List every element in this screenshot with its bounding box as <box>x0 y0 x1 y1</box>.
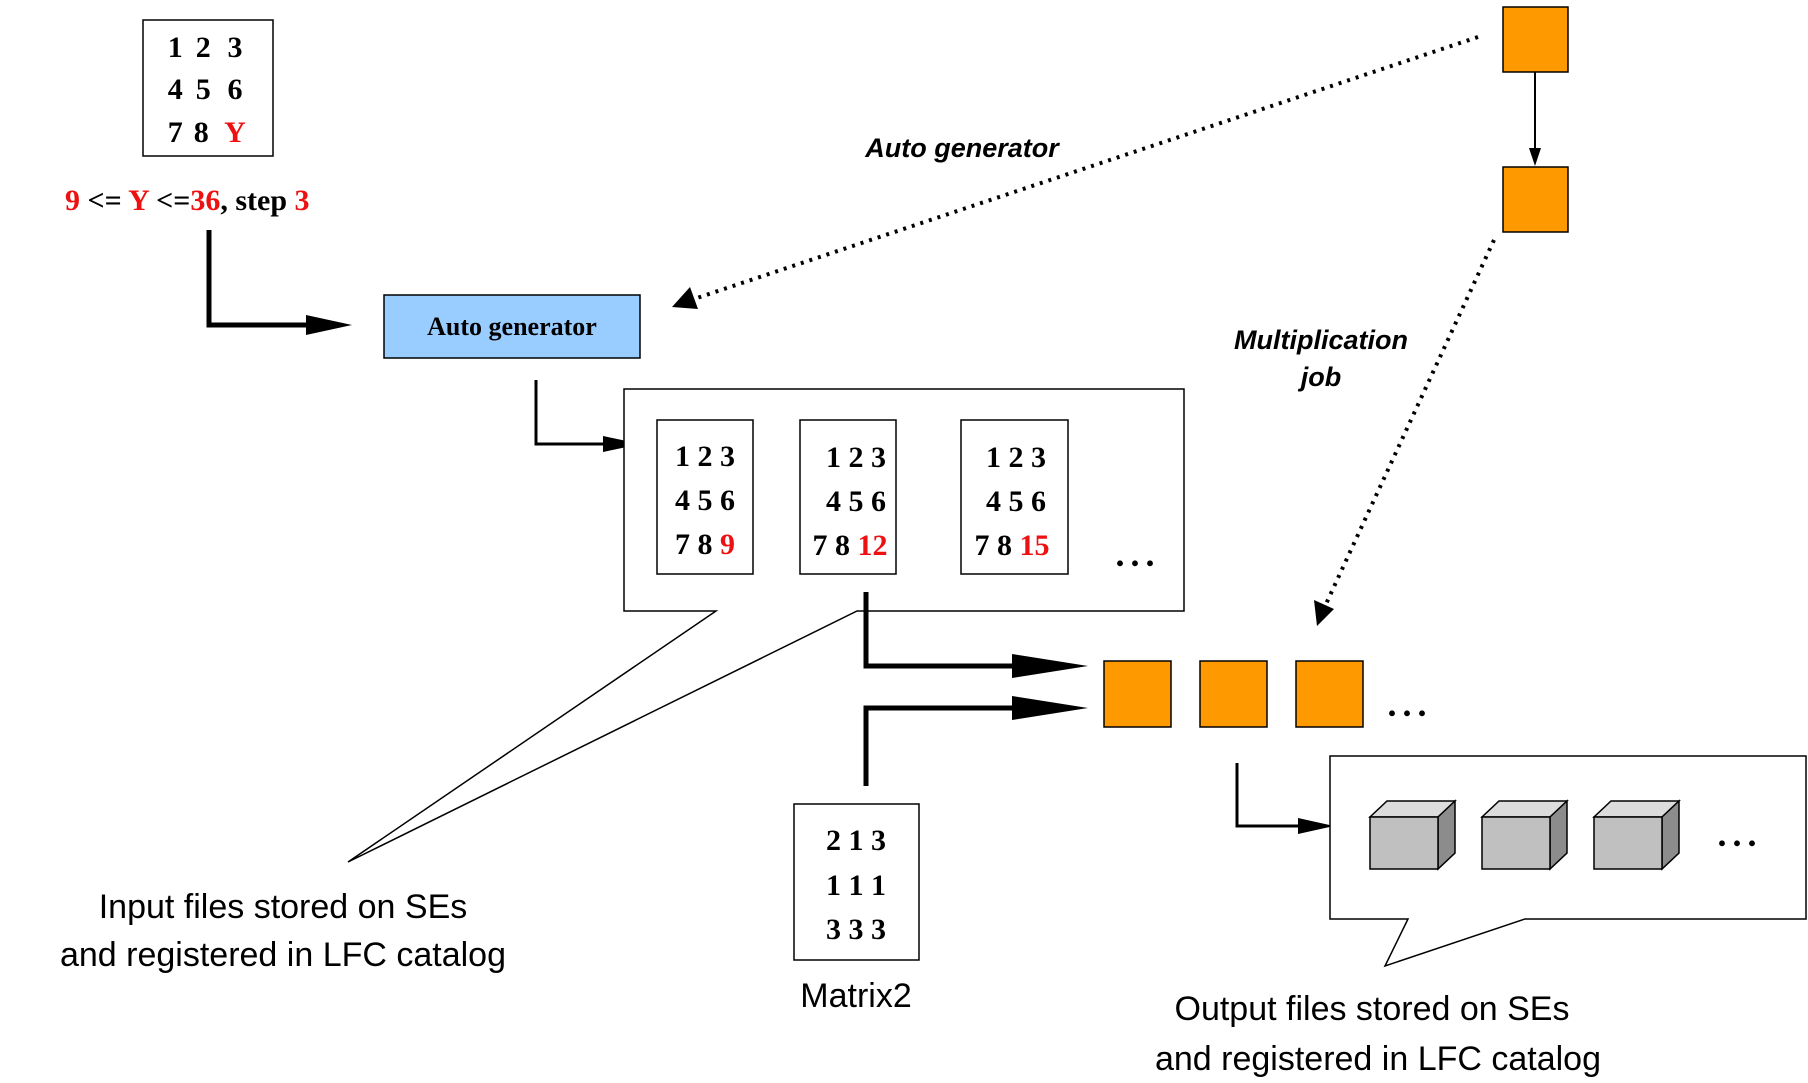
multiplication-job <box>1199 660 1268 728</box>
range-to-generator-arrow <box>206 230 352 335</box>
input-caption-line1: Input files stored on SEs <box>99 888 468 926</box>
matrix2-to-jobs-arrow <box>863 696 1088 786</box>
matrix-cell: 6 <box>228 73 243 106</box>
svg-text:4 5 6: 4 5 6 <box>986 485 1046 518</box>
jobs-ellipsis: ... <box>1388 684 1433 724</box>
output-file-cube <box>1480 799 1569 871</box>
svg-text:1 2 3: 1 2 3 <box>986 441 1046 474</box>
generator-to-inputs-arrow <box>534 380 641 452</box>
svg-text:7 8 12: 7 8 12 <box>813 529 888 562</box>
auto-generator-edge-label: Auto generator <box>864 133 1060 163</box>
variable-cell: Y <box>224 116 246 149</box>
input-caption-line2: and registered in LFC catalog <box>60 936 506 974</box>
multiplication-job <box>1103 660 1172 728</box>
generated-matrix: 1 2 3 4 5 6 7 8 9 <box>656 419 754 575</box>
matrix-cell: 8 <box>194 116 209 149</box>
auto-generator-dotted-arrow <box>672 35 1479 309</box>
multiplication-edge-label-line1: Multiplication <box>1234 325 1408 355</box>
multiplication-job <box>1295 660 1364 728</box>
workflow-node-generator <box>1502 6 1569 73</box>
svg-text:2 1 3: 2 1 3 <box>826 824 886 857</box>
inputs-ellipsis: ... <box>1116 534 1161 574</box>
workflow-node-multiplication <box>1502 166 1569 233</box>
output-file-cube <box>1592 799 1681 871</box>
matrix-cell: 4 <box>168 73 183 106</box>
inputs-to-jobs-arrow <box>863 592 1088 678</box>
output-caption-line2: and registered in LFC catalog <box>1155 1040 1601 1078</box>
svg-text:7 8 Y: 7 8 Y <box>168 116 246 149</box>
svg-text:7 8 9: 7 8 9 <box>675 528 735 561</box>
output-file-cube <box>1368 799 1457 871</box>
auto-generator-label: Auto generator <box>427 312 597 341</box>
workflow-edge-arrow <box>1529 72 1541 166</box>
matrix-cell: 3 <box>228 31 243 64</box>
svg-text:1 1 1: 1 1 1 <box>826 869 886 902</box>
matrix-cell: 5 <box>196 73 211 106</box>
multiplication-dotted-arrow <box>1314 239 1496 626</box>
range-label: 9 <= Y <=36, step 3 <box>65 184 310 217</box>
svg-text:4 5 6: 4 5 6 <box>826 485 886 518</box>
auto-generator-box: Auto generator <box>383 294 641 359</box>
matrix-cell: 2 <box>196 31 211 64</box>
matrix-cell: 7 <box>168 116 183 149</box>
svg-text:4 5 6: 4 5 6 <box>675 484 735 517</box>
output-caption-line1: Output files stored on SEs <box>1175 990 1570 1028</box>
outputs-ellipsis: ... <box>1718 814 1763 854</box>
template-matrix: 1 2 3 4 5 6 7 8 Y <box>142 19 274 157</box>
matrix2: 2 1 3 1 1 1 3 3 3 <box>793 803 920 961</box>
generated-matrix: 1 2 3 4 5 6 7 8 12 <box>799 419 897 575</box>
svg-text:1 2 3: 1 2 3 <box>168 31 243 64</box>
svg-text:7 8 15: 7 8 15 <box>975 529 1050 562</box>
multiplication-edge-label-line2: job <box>1298 362 1342 392</box>
svg-text:3 3 3: 3 3 3 <box>826 913 886 946</box>
matrix2-caption: Matrix2 <box>800 977 911 1015</box>
svg-text:1 2 3: 1 2 3 <box>675 440 735 473</box>
jobs-to-outputs-arrow <box>1235 763 1334 834</box>
matrix-cell: 1 <box>168 31 183 64</box>
svg-text:4 5 6: 4 5 6 <box>168 73 243 106</box>
svg-text:1 2 3: 1 2 3 <box>826 441 886 474</box>
generated-matrix: 1 2 3 4 5 6 7 8 15 <box>960 419 1069 575</box>
